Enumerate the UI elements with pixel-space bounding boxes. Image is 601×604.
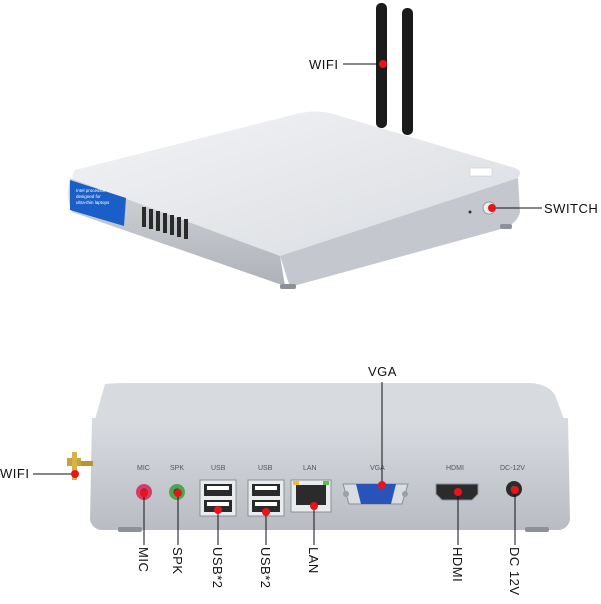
usb2-dot xyxy=(262,508,270,516)
panel-label-spk: SPK xyxy=(170,465,184,472)
vga-port xyxy=(342,483,409,505)
foot xyxy=(500,224,512,229)
hdmi-dot xyxy=(454,488,462,496)
power-led xyxy=(468,210,472,214)
callout-wifi-top: WIFI xyxy=(309,57,339,72)
usb1-dot xyxy=(214,506,222,514)
label-spk: SPK xyxy=(170,547,185,575)
dc-dot xyxy=(511,486,519,494)
switch-dot xyxy=(488,204,496,212)
label-usb-1: USB*2 xyxy=(210,547,225,589)
panel-label-dc: DC-12V xyxy=(500,465,525,472)
panel-label-vga: VGA xyxy=(370,465,385,472)
wifi-side-dot xyxy=(71,470,79,478)
panel-label-hdmi: HDMI xyxy=(446,465,464,472)
case-front-right xyxy=(280,178,520,287)
panel-label-lan: LAN xyxy=(303,465,317,472)
label-mic: MIC xyxy=(136,547,151,573)
bottom-callout-lines xyxy=(143,490,516,545)
lan-dot xyxy=(310,502,318,510)
sticker-line-1: Intel processor xyxy=(76,188,106,193)
spk-dot xyxy=(174,489,182,497)
vent-slots xyxy=(142,207,188,239)
panel-label-mic: MIC xyxy=(137,465,150,472)
panel-label-usb2: USB xyxy=(258,465,273,472)
label-dc: DC 12V xyxy=(507,547,522,596)
foot xyxy=(280,284,296,289)
vga-dot xyxy=(378,481,386,489)
foot xyxy=(525,527,549,532)
sticker-line-2: designed for xyxy=(76,194,101,199)
bottom-callout-dots xyxy=(140,486,519,516)
device-top-view: Intel processor designed for ultra-thin … xyxy=(68,3,520,289)
sma-connector xyxy=(67,452,93,480)
top-badge xyxy=(469,167,493,177)
mic-dot xyxy=(140,489,148,497)
intel-sticker: Intel processor designed for ultra-thin … xyxy=(70,180,126,226)
device-back-view: MIC SPK USB USB LAN VGA HDMI DC-12V xyxy=(67,383,570,532)
sticker-line-3: ultra-thin laptops xyxy=(76,200,110,205)
panel-label-usb1: USB xyxy=(211,465,226,472)
case-back-panel xyxy=(90,418,570,530)
callout-wifi-side: WIFI xyxy=(0,466,30,481)
antenna-right xyxy=(402,8,413,135)
label-lan: LAN xyxy=(306,547,321,574)
lan-port xyxy=(290,479,332,513)
foot xyxy=(118,527,142,532)
label-hdmi: HDMI xyxy=(450,547,465,583)
callout-vga: VGA xyxy=(368,364,397,379)
wifi-antenna-dot xyxy=(379,60,387,68)
callout-switch: SWITCH xyxy=(544,201,599,216)
label-usb-2: USB*2 xyxy=(258,547,273,589)
